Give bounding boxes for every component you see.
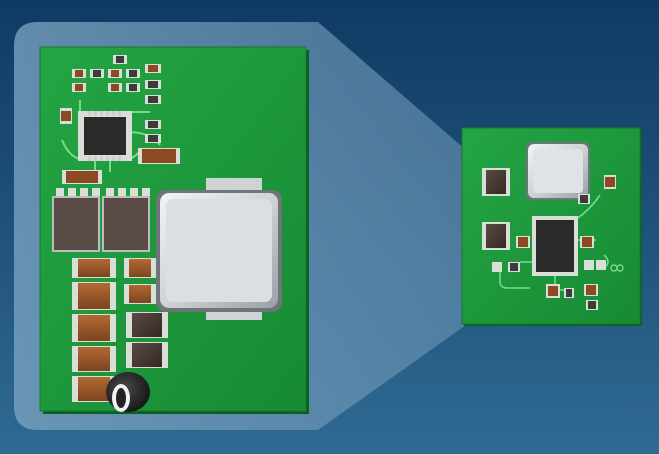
large-board-controller-ic <box>78 111 132 161</box>
large-board-mosfet-right <box>102 196 150 252</box>
large-pcb-board <box>39 46 309 414</box>
small-board-inductor-top <box>482 168 510 196</box>
large-board-mosfet-left <box>52 196 100 252</box>
large-board-capacitors <box>72 258 156 402</box>
small-board-small-passives <box>492 175 616 310</box>
small-board-controller-ic <box>532 216 578 276</box>
large-board-electrolytic-capacitor <box>106 372 150 412</box>
large-board-small-inductors <box>126 312 168 368</box>
large-board-shield-can <box>156 178 282 320</box>
small-pcb-board <box>461 127 642 326</box>
small-board-shield-can <box>526 142 590 200</box>
large-board-small-passives <box>60 55 180 184</box>
large-board-pad-row <box>56 188 150 196</box>
small-board-inductor-bottom <box>482 222 510 250</box>
small-board-figure-eight-trace <box>610 264 624 272</box>
